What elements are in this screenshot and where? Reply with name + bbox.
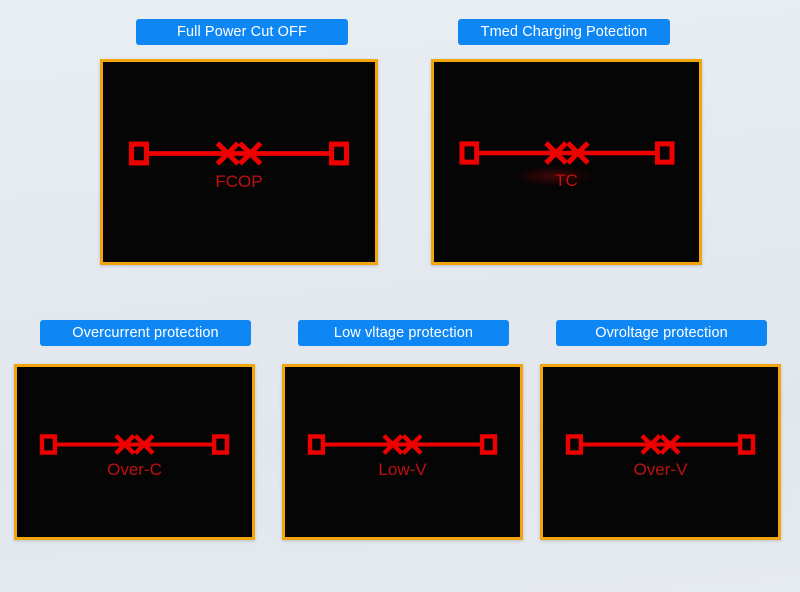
- panel-screen-overcurrent-protection: Over-C: [17, 367, 252, 537]
- break-cross-1-icon: [640, 434, 662, 455]
- diagram-full-power-cut-off: [103, 132, 375, 180]
- display-panel-full-power-cut-off[interactable]: FCOP: [100, 59, 378, 265]
- panel-screen-low-voltage-protection: Low-V: [285, 367, 520, 537]
- terminal-left-icon: [128, 141, 150, 166]
- break-cross-1-icon: [382, 434, 404, 455]
- terminal-right-icon: [211, 434, 230, 455]
- terminal-right-icon: [328, 141, 350, 166]
- diagram-low-voltage-protection: [285, 426, 520, 468]
- diagram-label-overvoltage-protection: Over-V: [633, 460, 688, 479]
- diagram-label-timed-charging-protection: TC: [555, 171, 578, 190]
- circuit-diagram-icon: [458, 141, 675, 165]
- display-panel-overcurrent-protection[interactable]: Over-C: [14, 364, 255, 540]
- circuit-diagram-icon: [565, 434, 756, 455]
- button-overvoltage-protection[interactable]: Ovroltage protection: [556, 320, 767, 346]
- terminal-right-icon: [654, 141, 675, 165]
- diagram-label-overcurrent-protection: Over-C: [107, 460, 162, 479]
- panel-screen-timed-charging-protection: TC: [434, 62, 699, 262]
- break-cross-2-icon: [133, 434, 155, 455]
- circuit-diagram-icon: [39, 434, 230, 455]
- diagram-overcurrent-protection: [17, 426, 252, 468]
- button-overcurrent-protection[interactable]: Overcurrent protection: [40, 320, 251, 346]
- break-cross-2-icon: [659, 434, 681, 455]
- terminal-right-icon: [737, 434, 756, 455]
- terminal-right-icon: [479, 434, 498, 455]
- break-cross-2-icon: [401, 434, 423, 455]
- break-cross-2-icon: [238, 141, 263, 166]
- button-full-power-cut-off[interactable]: Full Power Cut OFF: [136, 19, 348, 45]
- terminal-left-icon: [458, 141, 479, 165]
- break-cross-2-icon: [565, 141, 590, 165]
- circuit-diagram-icon: [128, 141, 350, 166]
- display-panel-timed-charging-protection[interactable]: TC: [431, 59, 702, 265]
- circuit-diagram-icon: [307, 434, 498, 455]
- button-low-voltage-protection[interactable]: Low vltage protection: [298, 320, 509, 346]
- diagram-overvoltage-protection: [543, 426, 778, 468]
- diagram-label-low-voltage-protection: Low-V: [378, 460, 427, 479]
- diagram-label-full-power-cut-off: FCOP: [215, 172, 263, 191]
- terminal-left-icon: [565, 434, 584, 455]
- terminal-left-icon: [39, 434, 58, 455]
- display-panel-low-voltage-protection[interactable]: Low-V: [282, 364, 523, 540]
- panel-screen-overvoltage-protection: Over-V: [543, 367, 778, 537]
- button-timed-charging-protection[interactable]: Tmed Charging Potection: [458, 19, 670, 45]
- panel-screen-full-power-cut-off: FCOP: [103, 62, 375, 262]
- terminal-left-icon: [307, 434, 326, 455]
- break-cross-1-icon: [543, 141, 568, 165]
- break-cross-1-icon: [215, 141, 240, 166]
- display-panel-overvoltage-protection[interactable]: Over-V: [540, 364, 781, 540]
- diagram-timed-charging-protection: [434, 132, 699, 179]
- break-cross-1-icon: [114, 434, 136, 455]
